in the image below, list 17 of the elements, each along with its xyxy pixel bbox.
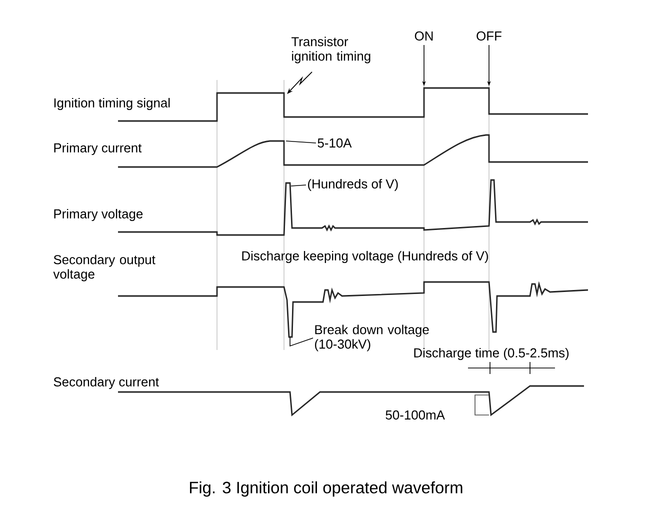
leader-line <box>286 140 316 144</box>
label-text: Discharge keeping voltage (Hundreds of V) <box>242 250 488 264</box>
label-text: Primary current <box>54 142 142 156</box>
label-text: Discharge time (0.5-2.5ms) <box>414 348 569 360</box>
label-text: Primary voltage <box>54 208 143 222</box>
leader-line <box>290 184 306 186</box>
label-text: 50-100mA <box>386 410 445 420</box>
label-text: OFF <box>476 31 502 41</box>
annotation-text: 5-10A <box>318 138 352 148</box>
label-text: Ignition timing signal <box>54 98 170 110</box>
annotation-text: (Hundreds of V) <box>308 178 398 192</box>
caption: Fig. 3 Ignition coil operated waveform <box>190 481 462 497</box>
leader-line <box>290 336 314 347</box>
label-text: ON <box>414 31 433 41</box>
label-text: Transistor ignition timing <box>292 36 370 64</box>
label-text: Secondary current <box>54 376 159 390</box>
label-text: Secondary output voltage <box>53 254 156 282</box>
